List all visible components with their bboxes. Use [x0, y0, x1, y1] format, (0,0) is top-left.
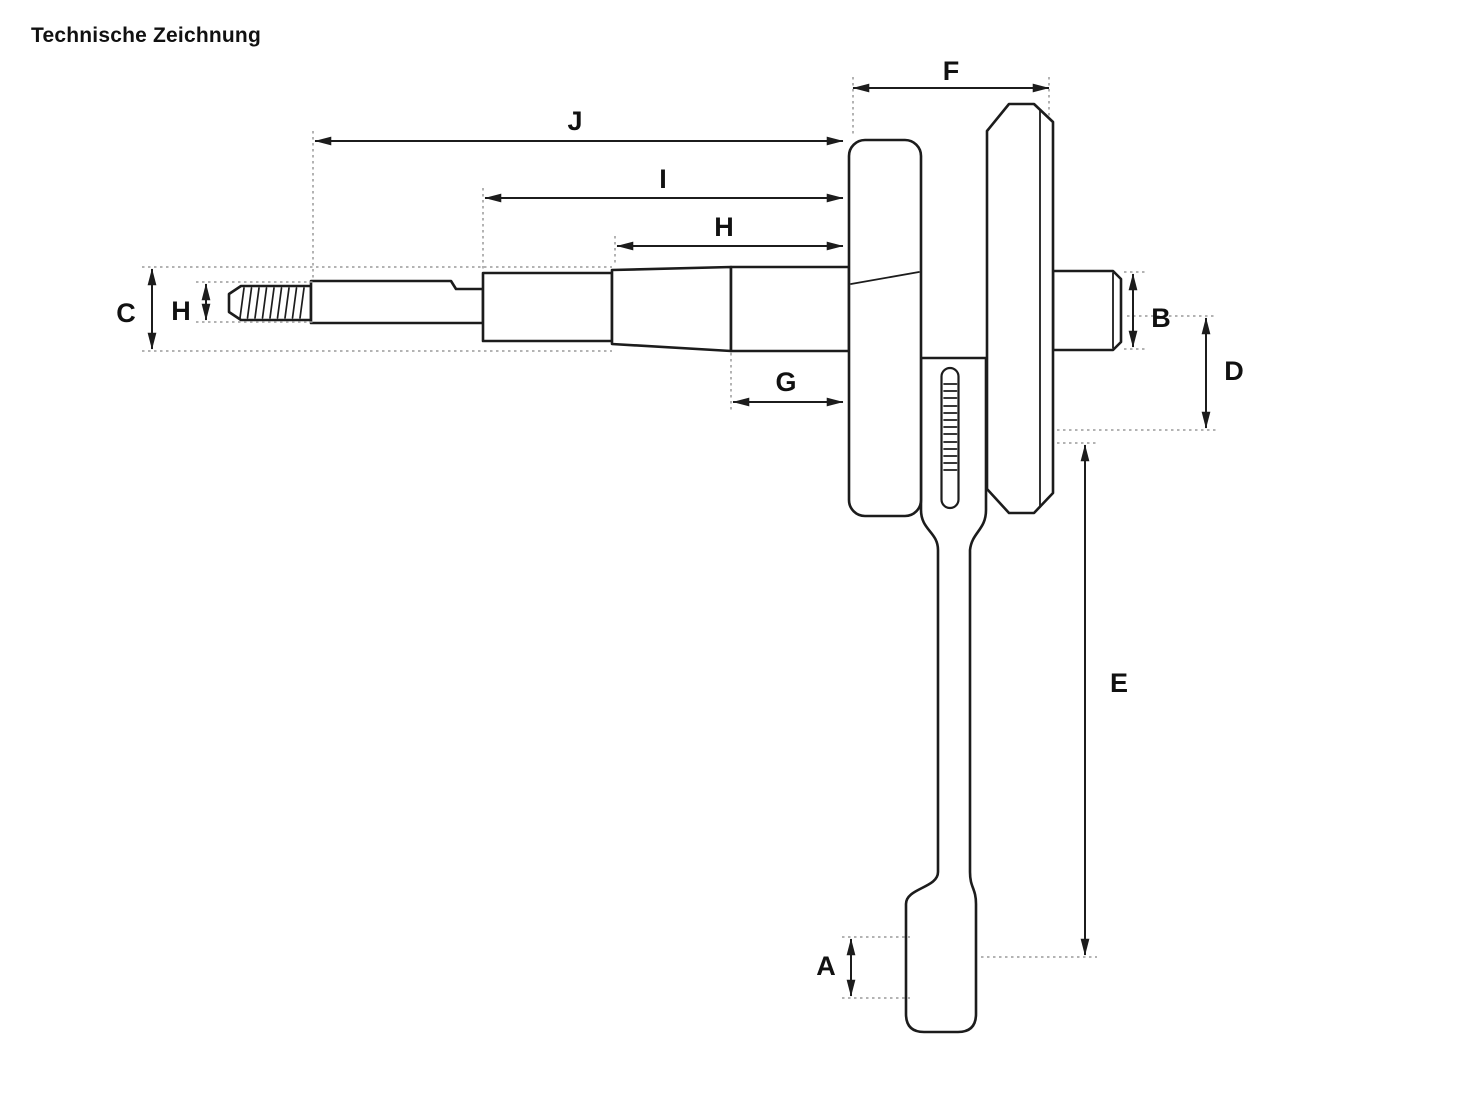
label-E: E — [1110, 668, 1128, 698]
label-C: C — [116, 298, 136, 328]
dimension-lines — [147, 83, 1211, 997]
dimension-labels: F J I H G C H B D E A — [116, 56, 1244, 981]
shaft-section-seat — [729, 265, 851, 353]
crank-pin-spline — [940, 366, 960, 510]
label-I: I — [659, 164, 667, 194]
right-crank-web — [985, 102, 1055, 515]
stub-shaft-outline — [1051, 269, 1123, 352]
left-crank-web — [847, 138, 923, 518]
label-D: D — [1224, 356, 1244, 386]
label-J: J — [567, 106, 582, 136]
left-web-chamfer-line — [850, 271, 920, 285]
label-A: A — [816, 951, 836, 981]
label-G: G — [775, 367, 796, 397]
label-H-diameter: H — [171, 296, 191, 326]
shaft-section-2 — [481, 271, 614, 343]
thread-hatch-lines — [239, 287, 305, 319]
shaft-section-taper — [610, 265, 733, 353]
crankshaft-part — [227, 102, 1123, 1034]
extension-lines — [142, 77, 1217, 999]
shaft-section-1 — [309, 279, 485, 325]
label-B: B — [1151, 303, 1171, 333]
connecting-rod-outline — [904, 356, 988, 1034]
page-title: Technische Zeichnung — [31, 24, 261, 47]
spline-hatch-lines — [943, 383, 958, 471]
label-H-length: H — [714, 212, 734, 242]
label-F: F — [943, 56, 960, 86]
